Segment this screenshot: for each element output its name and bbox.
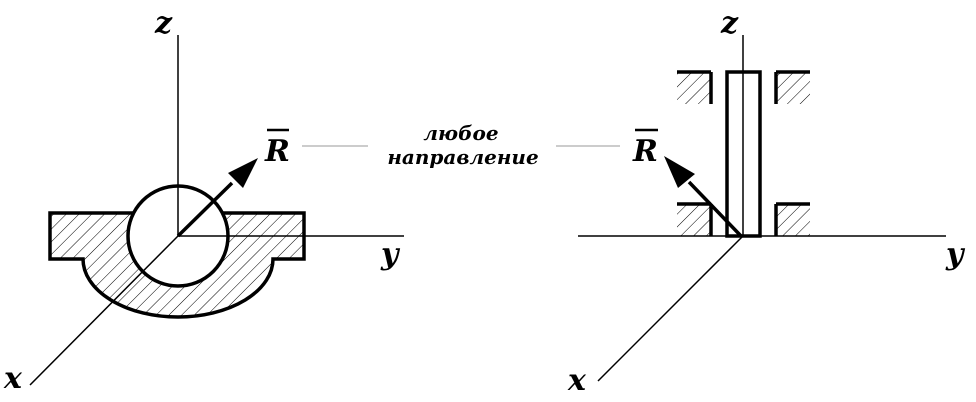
right-support-top-left	[677, 72, 711, 104]
right-x-label: x	[567, 363, 587, 398]
left-vector-arrowhead	[228, 158, 258, 188]
right-z-label: z	[720, 6, 739, 41]
left-figure: R z y x	[3, 6, 404, 396]
left-housing	[48, 211, 306, 319]
left-y-label: y	[380, 237, 401, 272]
left-vector-label: R	[264, 134, 290, 169]
right-y-label: y	[945, 237, 966, 272]
caption-line-2: направление	[387, 145, 538, 169]
right-x-axis	[597, 235, 744, 382]
left-vector-shaft	[176, 181, 234, 238]
caption-line-1: любое	[423, 121, 498, 145]
left-z-label: z	[154, 6, 173, 41]
right-vector-label: R	[632, 134, 658, 169]
caption: любое направление	[302, 121, 620, 169]
right-support-bottom-left	[677, 204, 711, 236]
left-x-label: x	[3, 361, 23, 396]
right-vector-arrowhead	[664, 156, 695, 188]
right-figure: R z y x	[567, 6, 966, 398]
right-support-bottom-right	[776, 204, 810, 236]
left-x-axis	[29, 235, 179, 386]
right-support-top-right	[776, 72, 810, 104]
right-vector-shaft	[687, 180, 743, 238]
